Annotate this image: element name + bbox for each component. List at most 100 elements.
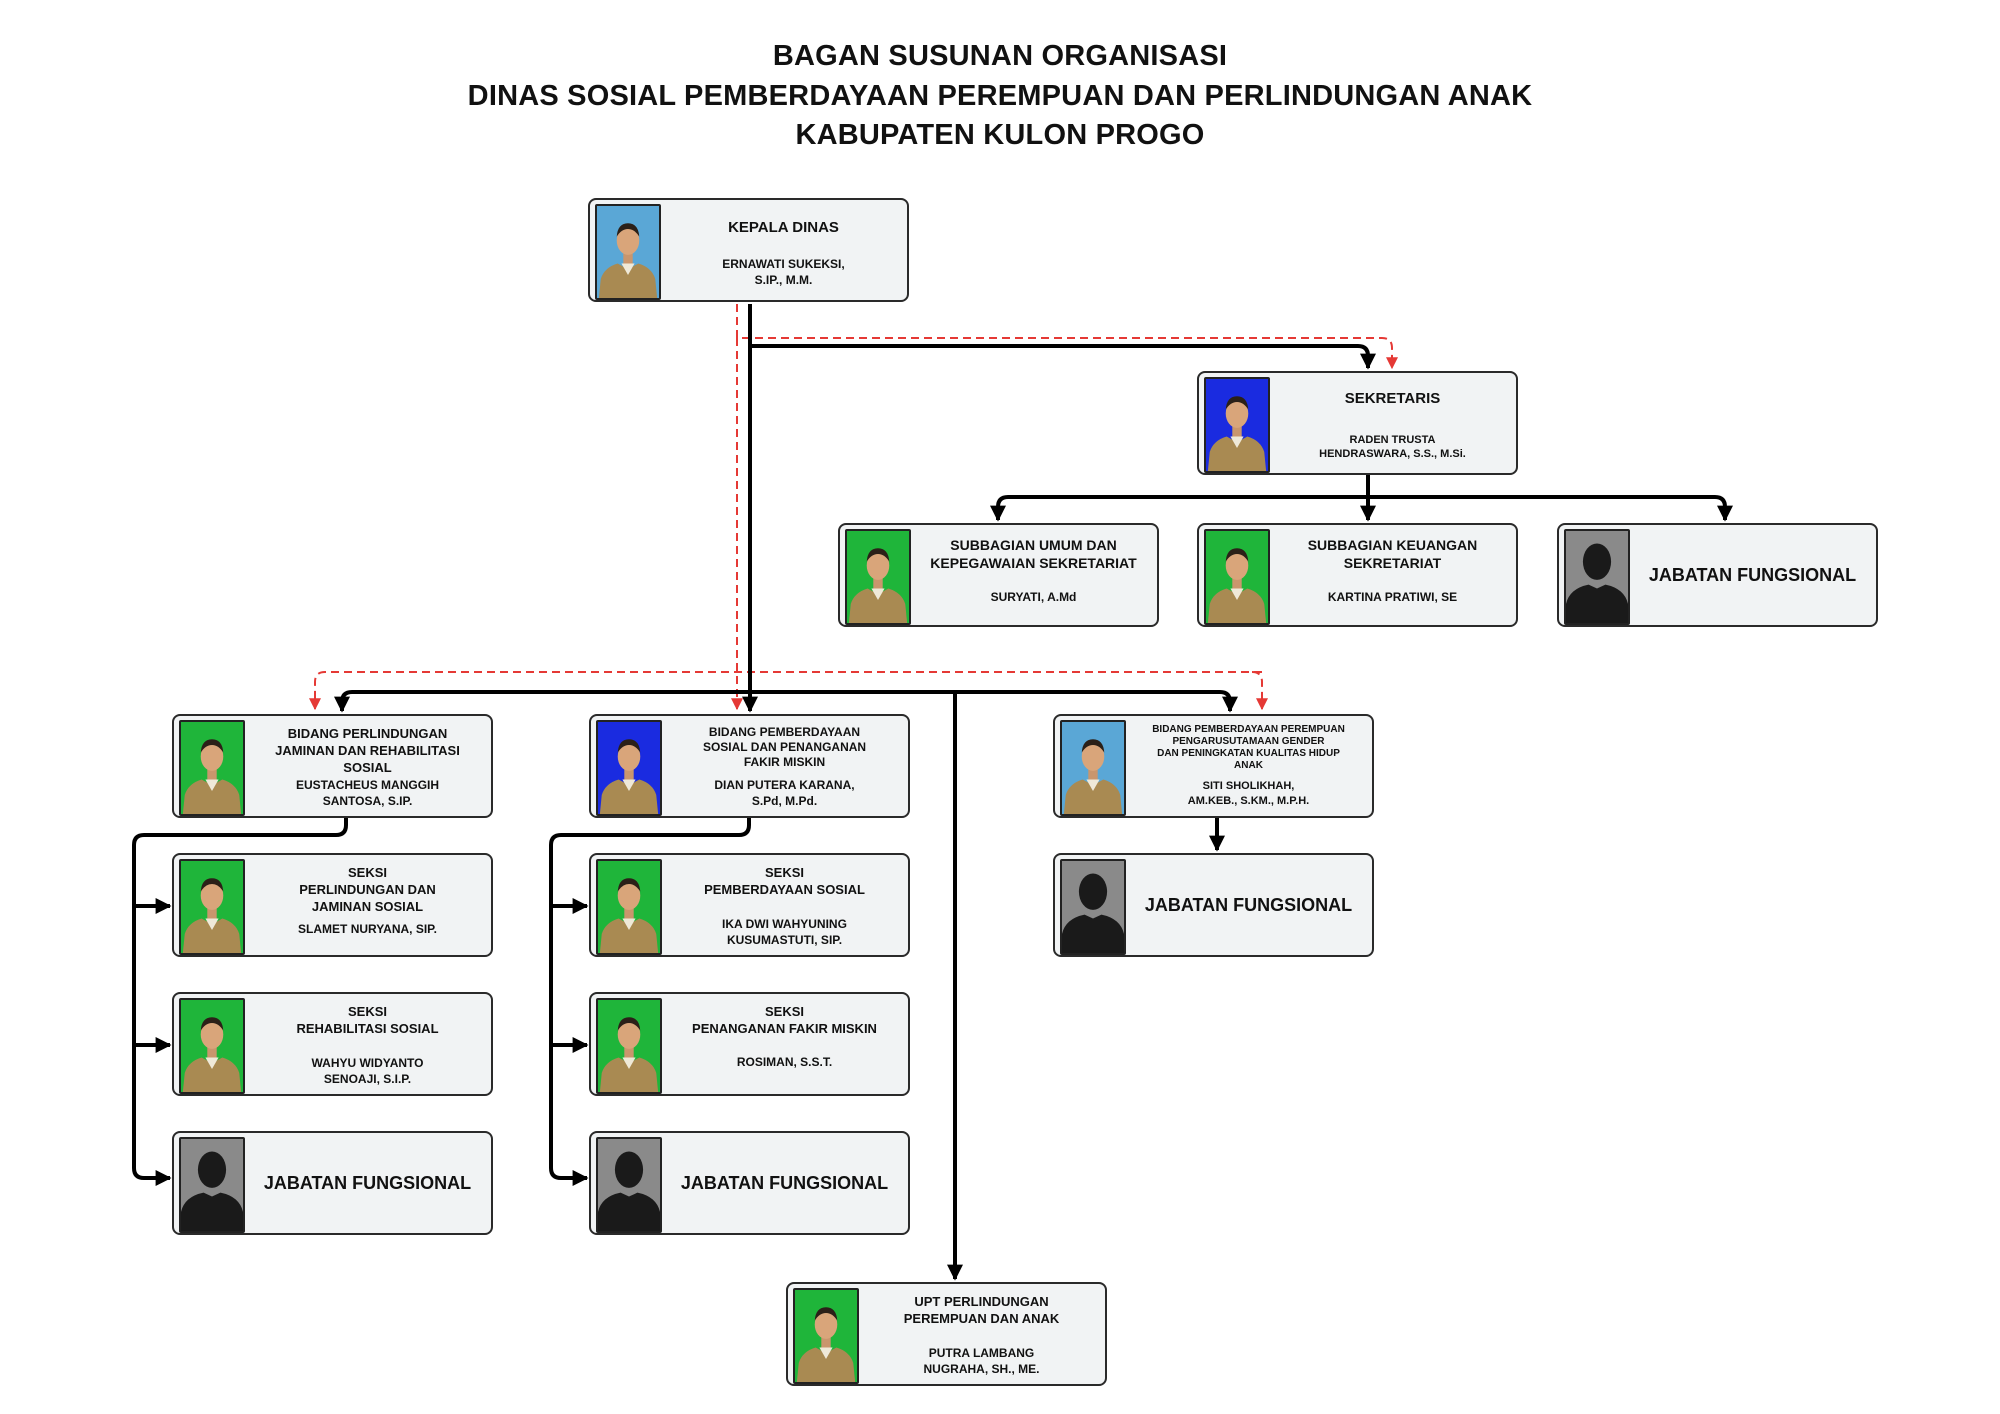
portrait-image	[181, 1000, 243, 1092]
avatar	[1204, 529, 1270, 625]
text-line: PENANGANAN FAKIR MISKIN	[692, 1021, 877, 1036]
text-line: SEKSI	[347, 865, 387, 880]
person-name: ERNAWATI SUKEKSI, S.IP., M.M.	[666, 256, 901, 288]
avatar	[1060, 720, 1126, 816]
node-jabatan-fungsional-sekretariat[interactable]: JABATAN FUNGSIONAL	[1557, 523, 1878, 627]
person-name: ROSIMAN, S.S.T.	[667, 1054, 902, 1070]
node-bidang-perlindungan[interactable]: BIDANG PERLINDUNGAN JAMINAN DAN REHABILIT…	[172, 714, 493, 818]
node-kepala-dinas[interactable]: KEPALA DINAS ERNAWATI SUKEKSI, S.IP., M.M…	[588, 198, 909, 302]
node-info: BIDANG PERLINDUNGAN JAMINAN DAN REHABILIT…	[250, 716, 485, 816]
text-line: ROSIMAN, S.S.T.	[736, 1055, 833, 1069]
avatar-placeholder	[1564, 529, 1630, 625]
text-line: PENGARUSUTAMAAN GENDER	[1172, 736, 1325, 747]
node-info: SEKSI PEMBERDAYAAN SOSIAL IKA DWI WAHYUNI…	[667, 855, 902, 955]
dashed-coordination-lines	[309, 304, 1398, 711]
person-name: SITI SHOLIKHAH,AM.KEB., S.KM., M.P.H.	[1131, 779, 1366, 809]
dashed-line-to-sekretaris	[736, 304, 1398, 370]
avatar	[845, 529, 911, 625]
node-jabatan-fungsional-pemberdayaan-sosial[interactable]: JABATAN FUNGSIONAL	[589, 1131, 910, 1235]
text-line: ANAK	[1234, 760, 1263, 771]
text-line: PEMBERDAYAAN SOSIAL	[704, 882, 865, 897]
text-line: EUSTACHEUS MANGGIH	[295, 778, 440, 792]
text-line: REHABILITASI SOSIAL	[296, 1021, 439, 1036]
text-line: JAMINAN SOSIAL	[311, 899, 424, 914]
chart-title-line-3: KABUPATEN KULON PROGO	[795, 119, 1205, 151]
text-line: SOSIAL	[343, 760, 392, 775]
text-line: PUTRA LAMBANG	[928, 1346, 1035, 1360]
text-line: SEKSI	[764, 865, 804, 880]
position-title: SUBBAGIAN KEUANGAN SEKRETARIAT	[1275, 536, 1510, 572]
text-line: S.IP., M.M.	[754, 273, 813, 287]
position-title: JABATAN FUNGSIONAL	[263, 1172, 472, 1193]
text-line: SEKRETARIAT	[1343, 555, 1442, 571]
text-line: SLAMET NURYANA, SIP.	[298, 922, 437, 936]
portrait-image	[1206, 531, 1268, 623]
avatar	[179, 859, 245, 955]
text-line: SUBBAGIAN KEUANGAN	[1307, 537, 1478, 553]
dashed-line-to-bidang-perlindungan	[309, 671, 1262, 711]
avatar	[793, 1288, 859, 1384]
avatar	[596, 720, 662, 816]
avatar	[596, 998, 662, 1094]
position-title: SEKSI REHABILITASI SOSIAL	[250, 1003, 485, 1037]
text-line: BIDANG PERLINDUNGAN	[287, 726, 448, 741]
text-line: SEKSI	[347, 1004, 387, 1019]
text-line: SEKRETARIS	[1344, 390, 1441, 407]
silhouette-icon	[1062, 861, 1124, 953]
text-line: ERNAWATI SUKEKSI,	[722, 257, 845, 271]
position-title: JABATAN FUNGSIONAL	[680, 1172, 889, 1193]
person-name: KARTINA PRATIWI, SE	[1275, 589, 1510, 605]
chart-title-line-1: BAGAN SUSUNAN ORGANISASI	[772, 40, 1228, 72]
node-jabatan-fungsional-perlindungan[interactable]: JABATAN FUNGSIONAL	[172, 1131, 493, 1235]
avatar	[179, 998, 245, 1094]
node-subbagian-keuangan[interactable]: SUBBAGIAN KEUANGAN SEKRETARIAT KARTINA PR…	[1197, 523, 1518, 627]
text-line: SOSIAL DAN PENANGANAN	[702, 740, 867, 754]
text-line: UPT PERLINDUNGAN	[914, 1294, 1049, 1309]
position-title: SEKSI PEMBERDAYAAN SOSIAL	[667, 864, 902, 898]
node-seksi-pemberdayaan-sosial[interactable]: SEKSI PEMBERDAYAAN SOSIAL IKA DWI WAHYUNI…	[589, 853, 910, 957]
position-title: JABATAN FUNGSIONAL	[1144, 894, 1353, 915]
text-line: SITI SHOLIKHAH,	[1202, 780, 1295, 792]
text-line: BIDANG PEMBERDAYAAN	[708, 725, 861, 739]
text-line: IKA DWI WAHYUNING	[722, 917, 847, 931]
line-to-bidang-perlindungan	[334, 690, 353, 713]
node-info: SUBBAGIAN KEUANGAN SEKRETARIAT KARTINA PR…	[1275, 525, 1510, 625]
text-line: FAKIR MISKIN	[743, 755, 826, 769]
node-info: KEPALA DINAS ERNAWATI SUKEKSI, S.IP., M.M…	[666, 200, 901, 300]
person-name: DIAN PUTERA KARANA,S.Pd, M.Pd.	[667, 777, 902, 809]
line-bidang-sosial-to-seksi	[549, 818, 751, 1186]
avatar-placeholder	[596, 1137, 662, 1233]
portrait-image	[598, 722, 660, 814]
avatar-placeholder	[179, 1137, 245, 1233]
position-title: KEPALA DINAS	[666, 219, 901, 237]
text-line: HENDRASWARA, S.S., M.Si.	[1319, 448, 1466, 460]
portrait-image	[1062, 722, 1124, 814]
text-line: JAMINAN DAN REHABILITASI	[275, 743, 460, 758]
person-name: SURYATI, A.Md	[916, 589, 1151, 605]
position-title: BIDANG PERLINDUNGAN JAMINAN DAN REHABILIT…	[250, 725, 485, 776]
text-line: DIAN PUTERA KARANA,	[714, 778, 855, 792]
avatar	[596, 859, 662, 955]
chart-title-line-2: DINAS SOSIAL PEMBERDAYAAN PEREMPUAN DAN …	[467, 80, 1533, 112]
portrait-image	[181, 861, 243, 953]
text-line: DAN PENINGKATAN KUALITAS HIDUP	[1157, 748, 1340, 759]
node-jabatan-fungsional-perempuan[interactable]: JABATAN FUNGSIONAL	[1053, 853, 1374, 957]
line-to-sub-umum	[990, 495, 1009, 522]
